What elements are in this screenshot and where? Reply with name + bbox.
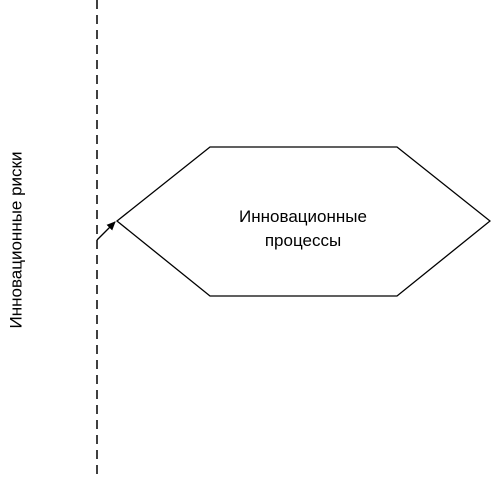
connector-arrow	[96, 221, 116, 241]
boundary-label: Инновационные риски	[6, 151, 26, 329]
process-node-label: Инновационные процессы	[208, 205, 398, 253]
process-node-label-line1: Инновационные	[239, 207, 367, 226]
process-node-label-line2: процессы	[264, 231, 342, 250]
process-hexagon	[115, 146, 491, 297]
